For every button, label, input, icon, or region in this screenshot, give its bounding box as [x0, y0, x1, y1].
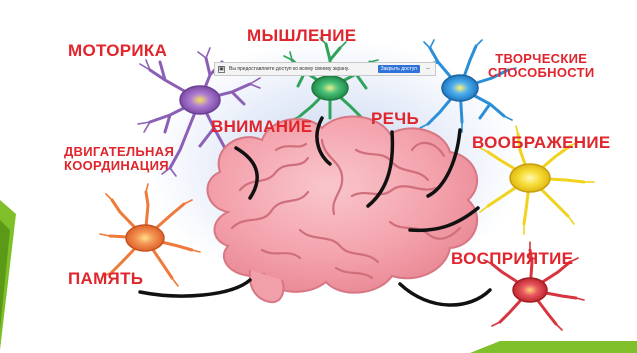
label-dvigatelnaya-koordinaciya: ДВИГАТЕЛЬНАЯ КООРДИНАЦИЯ — [64, 145, 174, 172]
brain-shape — [208, 117, 478, 303]
screen-share-notice: ▣ Вы предоставляете доступ ко всему свое… — [214, 62, 436, 76]
label-tvorcheskie: ТВОРЧЕСКИЕ СПОСОБНОСТИ — [488, 52, 595, 79]
label-pamyat: ПАМЯТЬ — [68, 270, 143, 288]
label-tvorcheskie-line1: ТВОРЧЕСКИЕ — [488, 52, 595, 66]
label-dvig-line1: ДВИГАТЕЛЬНАЯ — [64, 145, 174, 159]
slide-arrow-icon — [0, 200, 16, 350]
bottom-accent-band — [0, 341, 637, 353]
label-vnimanie: ВНИМАНИЕ — [211, 118, 312, 136]
stop-sharing-button[interactable]: Закрыть доступ — [378, 65, 420, 73]
label-tvorcheskie-line2: СПОСОБНОСТИ — [488, 66, 595, 80]
neuron-green-icon — [284, 38, 378, 122]
label-dvig-line2: КООРДИНАЦИЯ — [64, 159, 174, 173]
label-rech: РЕЧЬ — [371, 110, 419, 128]
screen-share-icon: ▣ — [218, 66, 225, 73]
label-motorika: МОТОРИКА — [68, 42, 167, 60]
label-voobrazhenie: ВООБРАЖЕНИЕ — [472, 134, 610, 152]
screen-share-notice-text: Вы предоставляете доступ ко всему своему… — [229, 66, 374, 72]
label-vospriyatie: ВОСПРИЯТИЕ — [451, 250, 573, 268]
minimize-notice-button[interactable]: – — [424, 66, 432, 73]
label-myshlenie: МЫШЛЕНИЕ — [247, 27, 356, 45]
